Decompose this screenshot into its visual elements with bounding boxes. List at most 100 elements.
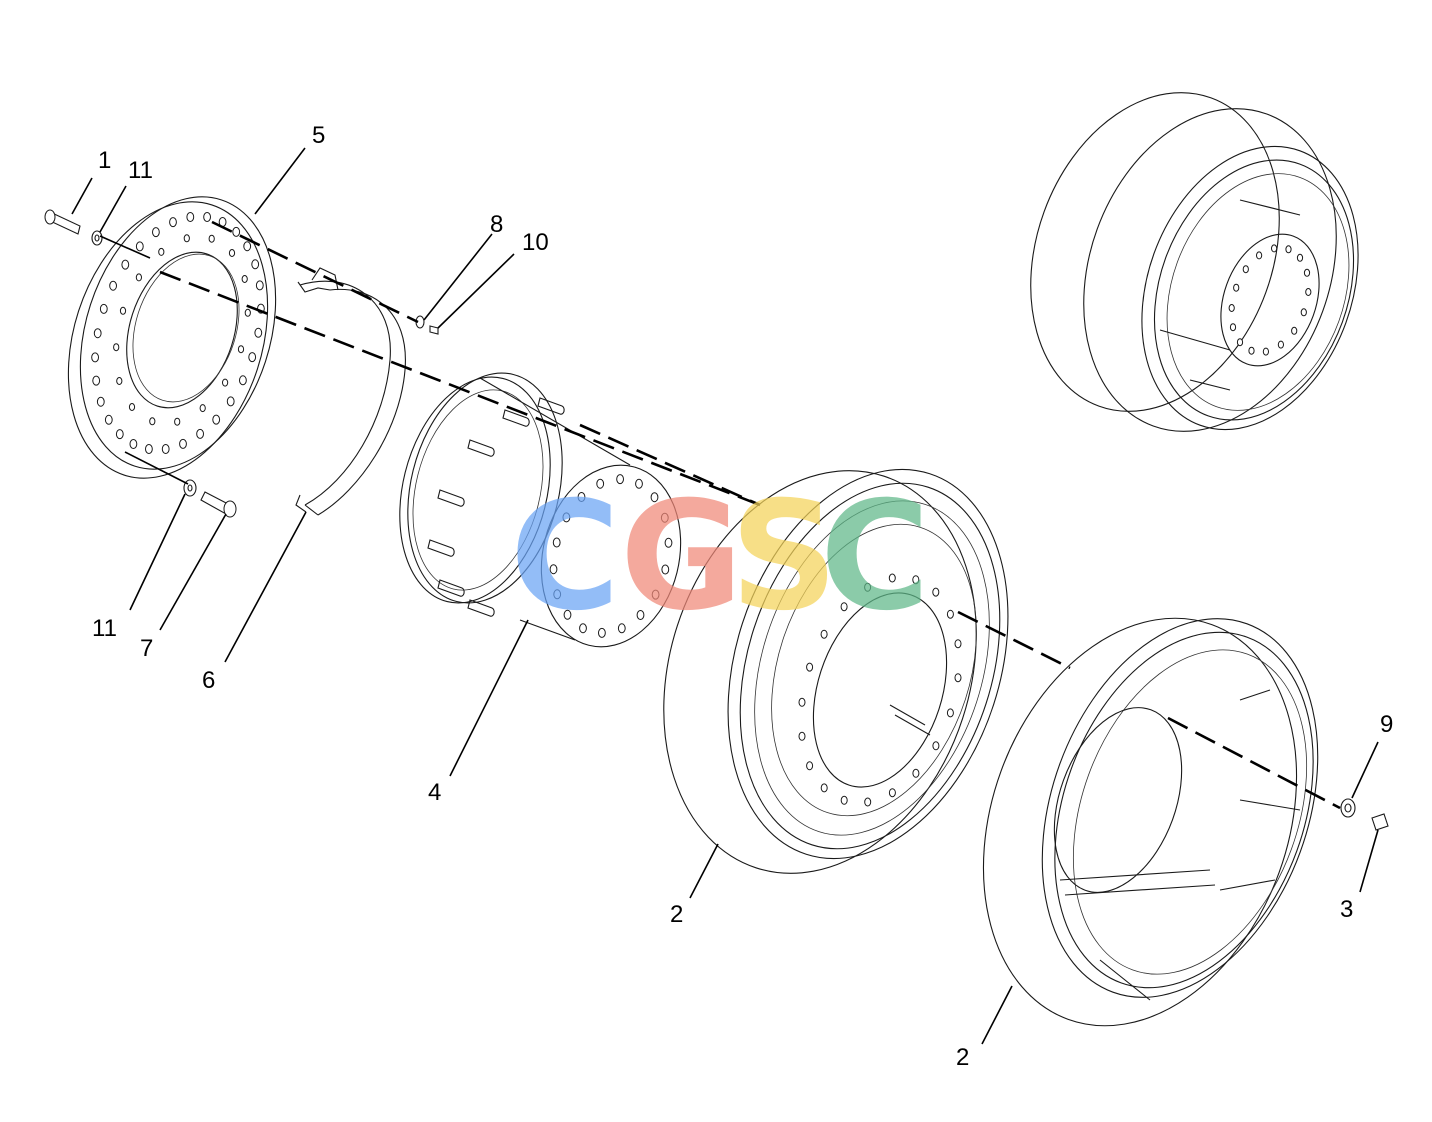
bolt-hole [113,343,120,352]
bolt-hole [820,629,828,639]
callout-11-top: 11 [128,157,153,184]
bolt-part-1 [44,209,81,235]
bolt-hole [244,308,251,317]
bolt-hole [226,396,235,407]
hub-stud [467,439,495,457]
bolt-hole [208,234,215,243]
bolt-hole [888,573,896,583]
bolt-hole [563,609,572,620]
hub-stud [437,489,465,507]
bolt-hole [636,610,645,620]
bolt-hole [99,303,108,314]
bolt-hole [651,589,660,600]
bolt-hole [109,280,117,291]
bolt-hole [183,234,190,243]
bolt-hole [864,582,872,592]
bolt-hole [251,259,260,270]
bolt-hole [553,589,562,600]
bolt-hole [169,217,177,228]
bolt-hole [239,375,247,386]
callout-6: 6 [202,667,215,694]
watermark-letter: C [510,470,620,644]
bolt-hole [174,417,181,426]
bolt-hole [598,627,606,638]
brake-shoe-part-6 [295,267,406,516]
bolt-hole [243,241,252,252]
bolt-hole [1248,346,1255,355]
bolt-hole [232,226,241,237]
bolt-hole [661,564,670,575]
bolt-hole [864,797,872,807]
hub-stud [437,579,465,597]
bolt-hole [115,429,124,440]
bolt-hole [212,414,221,425]
bolt-hole [616,474,624,485]
bolt-hole [92,375,101,386]
hub-stud [537,397,565,415]
bolt-hole [1271,244,1278,253]
bolt-hole [129,439,138,449]
bolt-hole [798,697,806,707]
bolt-hole [946,609,954,619]
watermark-letter: G [620,470,743,644]
bolt-hole [1296,253,1304,262]
bolt-hole [1291,326,1298,335]
bolt-hole [806,761,814,771]
bolt-hole [145,444,153,454]
callout-9: 9 [1380,711,1393,738]
bolt-hole [116,377,123,385]
callout-3: 3 [1340,896,1353,923]
bolt-hole [664,537,673,548]
bolt-hole [203,212,212,222]
bolt-hole [1256,251,1263,260]
watermark-letter: S [730,470,838,644]
bolt-hole [186,212,195,222]
bolt-hole [1300,308,1307,317]
callout-11-bottom: 11 [92,615,117,642]
bolt-hole [932,741,940,751]
callout-7: 7 [140,635,153,662]
callout-leaders [71,147,1379,1045]
bolt-hole [135,241,144,252]
bolt-hole [1233,283,1240,292]
bolt-hole [196,428,205,439]
bolt-hole [932,587,940,597]
hub-stud [502,409,530,427]
bolt-hole [798,731,806,741]
bolt-hole [248,352,257,363]
wheel-part-2-right [982,617,1319,1027]
callout-8: 8 [490,211,503,238]
bolt-hole [912,575,920,585]
callout-5: 5 [312,122,325,149]
bolt-hole [1277,340,1285,349]
bolt-hole [228,249,236,257]
bolt-hole [840,795,848,805]
bolt-hole [562,512,571,523]
assembled-wheel-view [1030,92,1359,432]
callout-1: 1 [98,147,111,174]
brake-flange-part-5 [67,196,277,479]
bolt-hole [222,378,229,387]
bolt-hole [888,788,896,798]
hub-stud [467,599,495,617]
bolt-hole [1236,338,1244,347]
callout-2-right: 2 [956,1044,969,1071]
bolt-hole [255,280,264,291]
washer-part-11-bottom [183,479,197,497]
assembly-lines [99,220,1341,810]
bolt-hole [946,708,954,718]
bolt-hole [254,327,263,338]
bolt-hole [1242,265,1249,274]
bolt-hole [91,352,99,363]
bolt-hole [549,564,558,575]
bolt-hole [199,404,206,413]
bolt-hole [96,396,105,407]
bolt-hole [158,247,165,256]
callout-2-middle: 2 [670,901,683,928]
wheel-part-2-middle [663,468,1009,874]
bolt-hole [660,512,669,523]
bolt-hole [552,537,561,548]
bolt-hole [650,492,659,503]
bolt-hole [179,438,187,449]
